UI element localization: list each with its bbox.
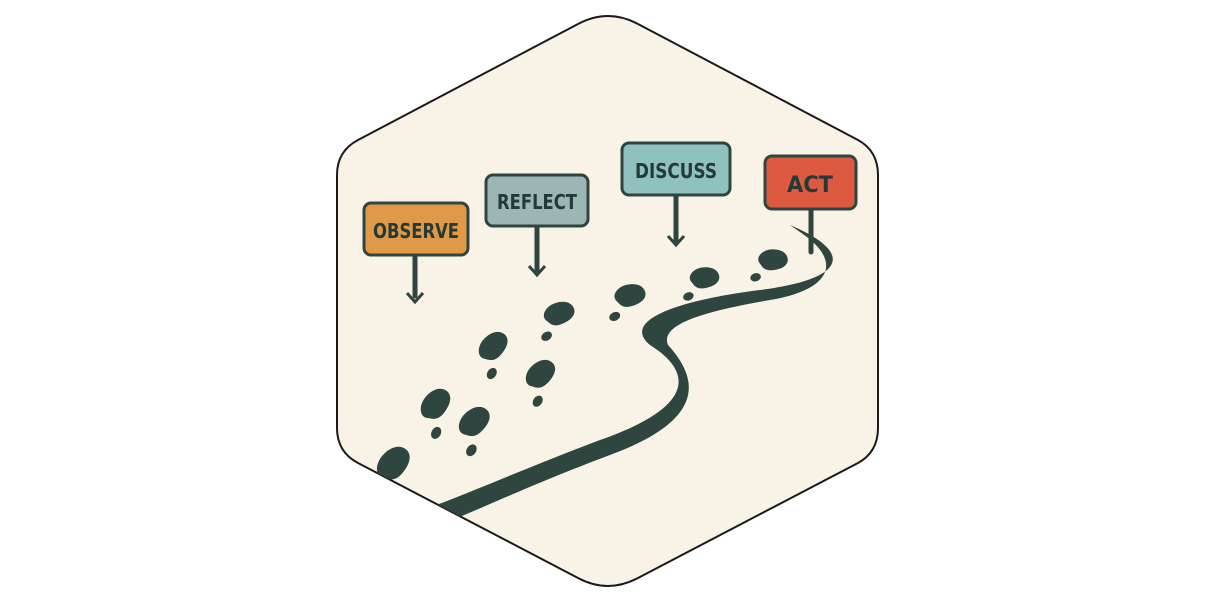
winding-road xyxy=(395,225,833,525)
signpost-observe: OBSERVE xyxy=(362,201,470,305)
sign-label-discuss: DISCUSS xyxy=(635,159,717,183)
hexagon-badge xyxy=(336,15,879,587)
signpost-reflect: REFLECT xyxy=(484,173,590,278)
sign-board xyxy=(484,173,590,228)
sign-label-act: ACT xyxy=(787,173,833,198)
signpost-act: ACT xyxy=(763,154,858,255)
sign-label-reflect: REFLECT xyxy=(497,190,577,214)
sign-board xyxy=(620,141,732,197)
sign-label-observe: OBSERVE xyxy=(373,219,459,243)
signpost-discuss: DISCUSS xyxy=(620,141,732,248)
sign-board xyxy=(763,154,858,211)
sign-board xyxy=(362,201,470,257)
